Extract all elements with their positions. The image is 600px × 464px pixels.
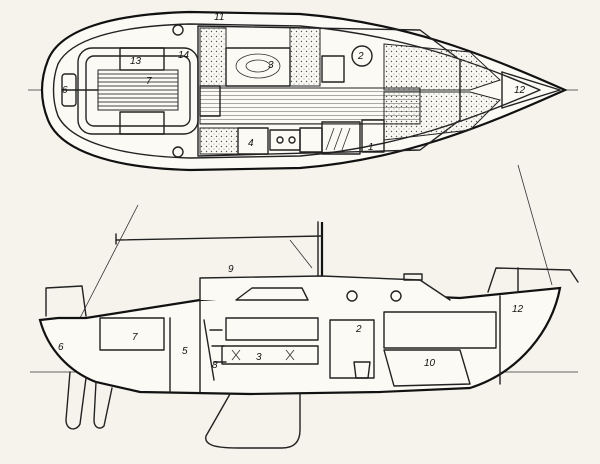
plan-label-1: 1 <box>368 142 374 153</box>
plan-label-3: 3 <box>268 60 274 71</box>
plan-quarter-berth <box>199 127 239 155</box>
profile-porthole-2-icon <box>390 290 402 302</box>
plan-burner-2-icon <box>288 136 296 144</box>
profile-vang <box>289 239 313 269</box>
profile-forward-hatch <box>403 273 423 281</box>
profile-view: 6 7 5 8 3 9 2 10 12 <box>30 164 579 449</box>
plan-table <box>225 47 291 87</box>
profile-label-10: 10 <box>424 358 436 369</box>
plan-label-14: 14 <box>178 50 190 61</box>
profile-porthole-icon <box>346 290 358 302</box>
profile-skeg <box>93 381 113 429</box>
profile-label-12: 12 <box>512 304 524 315</box>
plan-galley-hatching <box>325 127 351 151</box>
profile-settee-x4 <box>285 349 295 361</box>
profile-label-2: 2 <box>355 324 362 335</box>
plan-burner-icon <box>276 136 284 144</box>
plan-locker-starboard <box>119 111 165 135</box>
profile-label-9: 9 <box>228 264 234 275</box>
profile-rudder <box>65 371 87 430</box>
plan-locker <box>119 47 165 71</box>
plan-settee-port-fwd <box>289 27 321 87</box>
profile-vberth <box>383 349 471 387</box>
profile-toilet <box>353 361 371 379</box>
plan-view: 6 7 13 14 11 3 2 4 1 12 <box>28 10 578 172</box>
plan-bow-locker <box>501 71 561 109</box>
plan-galley-locker <box>321 121 361 155</box>
profile-lockers <box>225 317 319 341</box>
plan-winch-port-icon <box>172 24 184 36</box>
plan-table-grain <box>235 53 281 79</box>
plan-companionway <box>199 85 221 117</box>
profile-cockpit-locker <box>99 317 165 351</box>
plan-toilet <box>351 45 373 67</box>
profile-label-3: 3 <box>256 352 262 363</box>
plan-label-13: 13 <box>130 56 142 67</box>
profile-cabin-trunk <box>199 275 451 301</box>
profile-pushpit <box>45 285 87 317</box>
plan-cockpit-grating <box>97 69 179 111</box>
plan-label-11: 11 <box>214 12 224 23</box>
plan-label-2: 2 <box>357 51 364 62</box>
profile-pulpit <box>487 267 579 293</box>
profile-window <box>235 287 309 301</box>
profile-boom <box>115 235 323 241</box>
plan-winch-starboard-icon <box>172 146 184 158</box>
plan-label-12: 12 <box>514 85 526 96</box>
profile-label-6: 6 <box>58 342 64 353</box>
plan-label-4: 4 <box>248 138 254 149</box>
plan-cockpit-inner <box>85 55 191 127</box>
profile-forestay <box>517 164 553 286</box>
profile-forepeak-shelf <box>383 311 497 349</box>
profile-settee <box>221 345 319 365</box>
profile-companion-ladder <box>203 319 227 381</box>
plan-hanging-locker <box>321 55 345 83</box>
profile-label-7: 7 <box>132 332 138 343</box>
plan-vberth-port <box>383 43 501 91</box>
plan-label-6: 6 <box>62 85 68 96</box>
plan-chart-table <box>237 127 269 155</box>
profile-heads-compartment <box>329 319 375 379</box>
plan-table-grain-inner <box>245 59 271 73</box>
plan-vberth-starboard <box>383 91 501 141</box>
profile-label-5: 5 <box>182 346 188 357</box>
profile-backstay <box>79 204 139 319</box>
profile-label-8: 8 <box>212 360 218 371</box>
plan-settee-port <box>199 27 227 87</box>
profile-keel <box>205 393 301 449</box>
profile-hull-outline <box>38 286 562 396</box>
profile-settee-x2 <box>231 349 241 361</box>
plan-label-7: 7 <box>146 76 152 87</box>
